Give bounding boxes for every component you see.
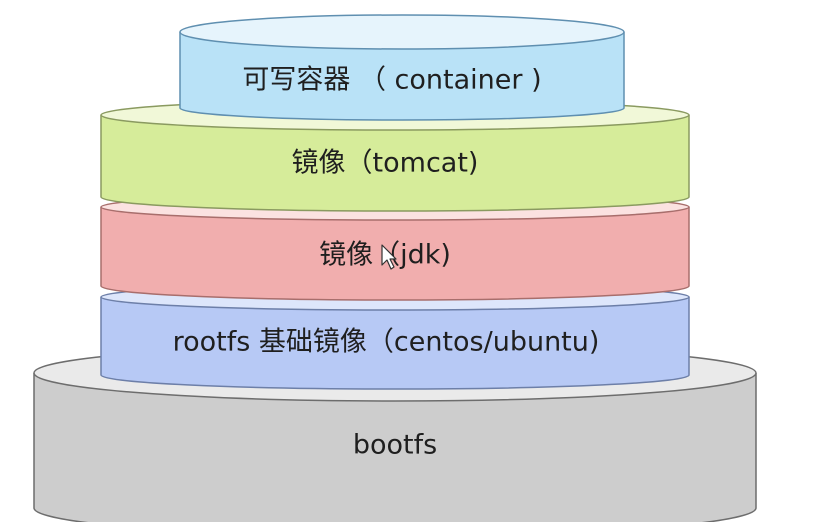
layer-bootfs-label: bootfs (353, 430, 437, 461)
layer-container-body (179, 32, 625, 121)
layer-jdk-body (100, 207, 690, 301)
layer-rootfs-body (100, 297, 690, 390)
layer-rootfs-label: rootfs 基础镜像（centos/ubuntu) (173, 327, 600, 358)
layer-bootfs-body (33, 373, 757, 522)
layer-tomcat-label: 镜像（tomcat) (292, 148, 479, 179)
layer-tomcat-body (100, 115, 690, 212)
mouse-pointer-icon (381, 244, 397, 270)
layer-container: 可写容器 （ container ) (179, 14, 625, 121)
layer-container-top (179, 14, 625, 50)
layer-container-label: 可写容器 （ container ) (242, 65, 541, 96)
